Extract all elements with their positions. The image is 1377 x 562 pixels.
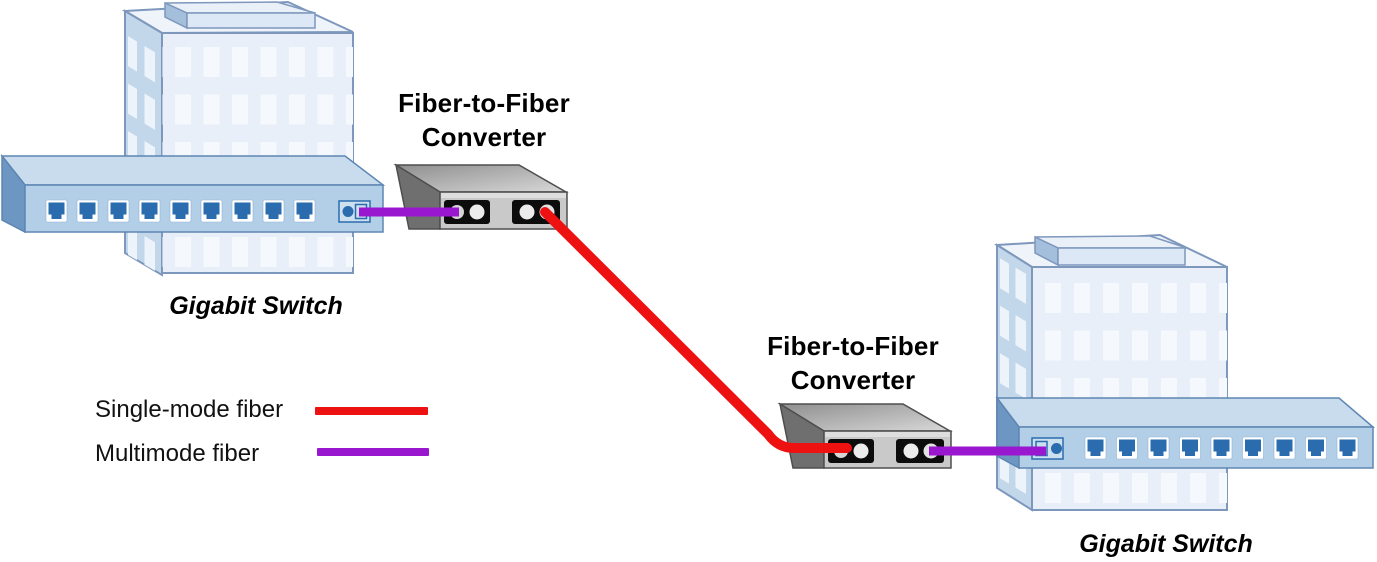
legend-swatch-single-mode (315, 407, 428, 415)
converter-top-label-line2: Converter (421, 122, 547, 152)
rooftop-cap (1034, 235, 1188, 267)
switch-top-face (0, 155, 386, 186)
rj45-port (1210, 436, 1233, 460)
rj45-port (1084, 436, 1107, 460)
converter-bottom-label: Fiber-to-Fiber Converter (743, 329, 963, 397)
gigabit-switch-left-label: Gigabit Switch (169, 292, 343, 320)
converter-bottom-label-line1: Fiber-to-Fiber (767, 331, 939, 361)
converter-top-label-line1: Fiber-to-Fiber (398, 88, 570, 118)
rj45-port (1147, 436, 1170, 460)
rj45-port (262, 199, 285, 223)
single-mode-fiber-cable (540, 207, 852, 453)
building-front-windows (1032, 267, 1227, 510)
rooftop-cap (164, 1, 316, 30)
office-building-right (993, 233, 1228, 512)
rj45-port (293, 199, 316, 223)
converter-front-highlight (825, 432, 950, 437)
building-front-windows (162, 33, 353, 273)
rj45-port (200, 199, 223, 223)
rj45-port (1273, 436, 1296, 460)
gigabit-switch-left-device (0, 153, 386, 234)
legend-label-multimode: Multimode fiber (95, 440, 260, 467)
rj45-port (1179, 436, 1201, 460)
legend-swatch-multimode (317, 448, 429, 456)
converter-front-highlight (441, 193, 566, 198)
rj45-port (1336, 436, 1359, 460)
rj45-port (107, 199, 130, 223)
fiber-converter-bottom-device (777, 402, 953, 469)
rj45-port (1242, 436, 1264, 460)
fiber-converter-top-device (393, 163, 569, 230)
rj45-port (1116, 436, 1138, 460)
rj45-port (231, 199, 254, 223)
rj45-port (76, 199, 99, 223)
converter-top-label: Fiber-to-Fiber Converter (374, 86, 594, 154)
rj45-port (45, 199, 68, 223)
rj45-port (1305, 436, 1327, 460)
converter-bottom-label-line2: Converter (790, 365, 916, 395)
rj45-port (138, 199, 161, 223)
rj45-port (169, 199, 192, 223)
gigabit-switch-right-label: Gigabit Switch (1079, 530, 1253, 558)
switch-top-face (995, 397, 1376, 428)
gigabit-switch-right-device (995, 395, 1376, 470)
legend-label-single-mode: Single-mode fiber (95, 396, 284, 423)
